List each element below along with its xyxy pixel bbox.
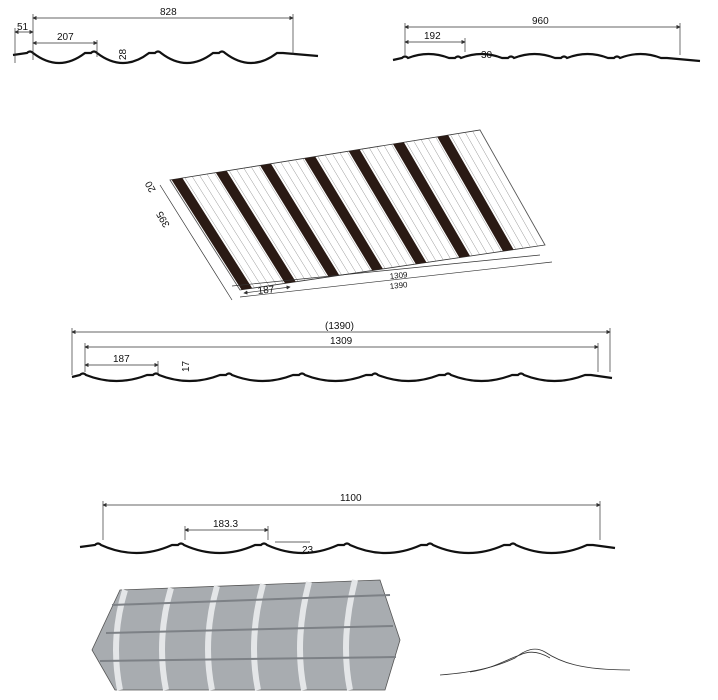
sheet-line <box>280 162 350 275</box>
dim-pitch: 207 <box>57 32 74 43</box>
sheet-render-step <box>105 625 394 634</box>
sheet-line <box>413 140 480 255</box>
dim-pitch: 187 <box>257 284 275 297</box>
dim-overall: 960 <box>532 16 549 27</box>
sheet-line <box>184 177 255 288</box>
sheet-line <box>317 156 386 269</box>
sheet-rib <box>348 149 427 265</box>
sheet-render-step <box>111 594 391 606</box>
sheet-line <box>420 139 488 254</box>
sheet-line <box>236 169 306 281</box>
sheet-rib <box>304 156 383 271</box>
sheet-line <box>450 134 517 250</box>
sheet-line <box>169 179 241 291</box>
sheet-line <box>191 176 262 287</box>
sheet-line <box>391 144 459 258</box>
dim-pitch: 187 <box>113 354 130 365</box>
sheet-line <box>376 146 444 261</box>
sheet-line <box>214 172 284 284</box>
profile-3: (1390) 1309 187 17 <box>71 321 613 383</box>
sheet-rib <box>437 135 514 252</box>
sheet-render-step <box>99 656 397 662</box>
sheet-rib <box>392 142 471 258</box>
sheet-line <box>324 154 393 268</box>
sheet-render-ridge <box>205 585 220 691</box>
dim-overall: 1390 <box>389 280 408 291</box>
dim-height: 17 <box>181 360 192 372</box>
dim-step-height: 20 <box>143 178 158 194</box>
sheet-line <box>273 163 342 276</box>
sheet-render-ridge <box>251 583 266 691</box>
sheet-line <box>339 152 408 266</box>
sheet-render-ridge <box>297 581 312 691</box>
dim-step-length: 395 <box>155 209 173 229</box>
sheet-line <box>472 131 538 247</box>
sheet-render <box>91 579 401 691</box>
sheet-line <box>361 148 429 263</box>
profile-detail-curve <box>439 648 631 676</box>
profile-4: 1100 183.3 23 <box>79 493 616 556</box>
sheet-line <box>206 173 277 285</box>
sheet-render-ridge <box>159 587 174 691</box>
sheet-rib <box>260 163 340 277</box>
dim-overall: 828 <box>160 7 177 18</box>
sheet-line <box>435 137 502 252</box>
dim-pitch: 183.3 <box>213 519 238 530</box>
sheet-line <box>302 158 371 271</box>
sheet-line <box>465 132 531 248</box>
dim-edge: 51 <box>17 22 29 33</box>
dim-height: 30 <box>481 50 493 61</box>
sheet-render-ridge <box>343 579 358 691</box>
sheet-line <box>228 170 299 282</box>
sheet-render-ridge <box>113 589 128 691</box>
sheet-line <box>346 151 415 265</box>
dim-pitch: 192 <box>424 31 441 42</box>
sheet-line <box>406 141 473 256</box>
sheet-line <box>295 159 364 272</box>
sheet-line <box>287 160 357 273</box>
sheet-line <box>332 153 400 267</box>
dim-height: 28 <box>118 48 129 60</box>
dim-effective: 1309 <box>330 336 353 347</box>
sheet-line <box>383 145 451 260</box>
sheet-rib <box>171 178 253 290</box>
profile-1: 828 51 207 28 <box>12 7 319 65</box>
dim-effective: 1309 <box>389 270 408 281</box>
sheet-line <box>457 133 524 249</box>
sheet-line <box>369 147 437 262</box>
sheet-line <box>258 165 328 278</box>
sheet-line <box>251 166 321 279</box>
sheet-line <box>479 129 546 246</box>
dim-height: 23 <box>302 545 314 556</box>
sheet-rib <box>215 170 296 284</box>
sheet-line <box>243 167 313 280</box>
sheet-3d-drawing: 20 395 187 1309 1390 <box>143 129 553 301</box>
dim-overall: 1100 <box>340 493 362 504</box>
sheet-line <box>428 138 495 253</box>
dim-overall: (1390) <box>325 321 354 332</box>
profile-2: 960 192 30 <box>392 16 701 63</box>
sheet-line <box>199 175 270 286</box>
